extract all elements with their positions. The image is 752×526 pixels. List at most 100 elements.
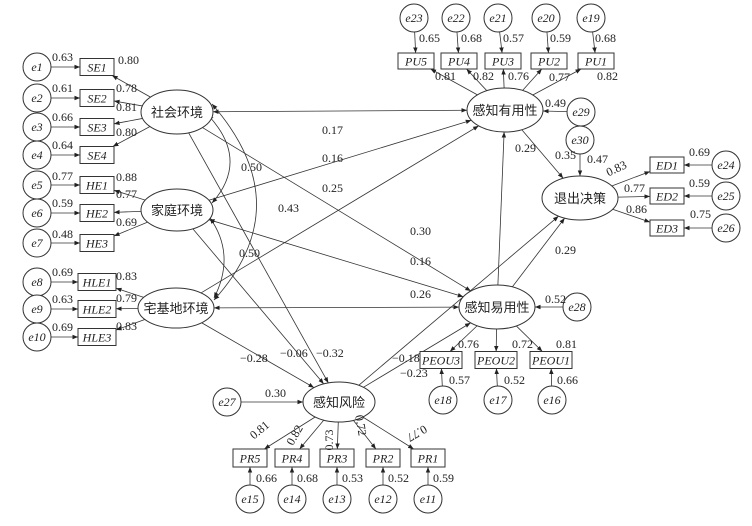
error-label: e1	[31, 60, 42, 74]
residual-value: 0.52	[545, 292, 566, 306]
error-label: e5	[31, 178, 42, 192]
indicator-box-pu4	[440, 52, 478, 70]
latent-label-ed: 退出决策	[554, 191, 606, 206]
error-variance-value: 0.53	[342, 471, 363, 485]
error-label: e24	[717, 158, 734, 172]
path-coefficient: 0.25	[322, 181, 343, 195]
error-circle-e7	[22, 228, 52, 258]
path-coefficient: 0.17	[322, 123, 343, 137]
loading-value: 0.82	[597, 69, 618, 83]
error-arrow	[413, 31, 418, 54]
error-variance-value: 0.59	[433, 471, 454, 485]
indicator-box-pr3	[319, 448, 355, 468]
error-label: e23	[405, 11, 422, 25]
residual-label: e28	[568, 300, 585, 314]
error-circle-e23	[399, 3, 429, 33]
indicator-label: SE1	[87, 61, 106, 75]
indicator-box-he3	[79, 234, 115, 252]
latent-label-peou: 感知易用性	[464, 300, 529, 315]
indicator-label: PU2	[537, 55, 560, 69]
error-circle-e26	[711, 213, 741, 243]
path-coefficient: 0.29	[515, 141, 536, 155]
path-se-to-pu	[212, 108, 468, 114]
indicator-box-hle2	[77, 300, 117, 318]
residual-value: 0.30	[265, 386, 286, 400]
loading-arrow	[612, 208, 651, 223]
loading-arrow	[430, 68, 478, 96]
error-variance-value: 0.69	[689, 145, 710, 159]
path-coefficient: 0.16	[322, 151, 343, 165]
error-label: e22	[447, 11, 464, 25]
path-coefficient: −0.06	[280, 346, 308, 360]
loading-value: 0.83	[116, 319, 137, 333]
error-arrow	[545, 31, 551, 54]
error-variance-value: 0.59	[550, 31, 571, 45]
error-label: e13	[328, 492, 345, 506]
loading-value: 0.72	[352, 414, 369, 437]
error-label: e21	[489, 11, 506, 25]
indicator-label: HLE2	[82, 303, 112, 317]
residual-arrow	[542, 108, 568, 114]
loading-value: 0.72	[512, 337, 533, 351]
error-label: e2	[31, 91, 42, 105]
indicator-box-pr5	[232, 448, 268, 468]
loading-value: 0.69	[116, 215, 137, 229]
correlation-se-hle	[211, 103, 257, 301]
indicator-box-pr2	[365, 448, 401, 468]
loading-value: 0.80	[116, 125, 137, 139]
error-variance-value: 0.75	[690, 207, 711, 221]
path-coefficient: −0.28	[240, 351, 268, 365]
error-arrow	[455, 31, 461, 54]
residual-circle-e28	[562, 292, 592, 322]
latent-hle	[137, 287, 215, 329]
loading-value: 0.77	[116, 187, 137, 201]
error-label: e6	[31, 206, 42, 220]
loading-value: 0.73	[322, 430, 336, 451]
error-label: e12	[374, 492, 391, 506]
loading-value: 0.81	[435, 69, 456, 83]
path-coefficient: −0.32	[316, 346, 344, 360]
path-peou-to-ed	[512, 217, 565, 288]
error-circle-e22	[441, 3, 471, 33]
loading-value: 0.81	[556, 337, 577, 351]
loading-arrow	[362, 416, 414, 450]
latent-ed	[541, 175, 619, 221]
error-circle-e12	[368, 484, 398, 514]
latent-label-pu: 感知有用性	[472, 103, 537, 118]
error-circle-e1	[22, 52, 52, 82]
indicator-label: PEOU2	[476, 354, 515, 368]
error-label: e19	[582, 11, 599, 25]
loading-arrow	[516, 325, 543, 352]
loading-value: 0.77	[624, 181, 645, 195]
residual-value: 0.47	[587, 152, 608, 166]
loading-value: 0.79	[116, 291, 137, 305]
error-circle-e2	[22, 83, 52, 113]
loading-value: 0.82	[473, 69, 494, 83]
indicator-label: PR2	[372, 452, 394, 466]
error-label: e14	[283, 492, 300, 506]
error-circle-e25	[711, 181, 741, 211]
path-pu-to-ed	[521, 129, 564, 179]
indicator-label: PU1	[584, 55, 607, 69]
correlation-value: 0.43	[278, 201, 299, 215]
indicator-box-se2	[79, 89, 115, 107]
indicator-box-pu2	[530, 52, 568, 70]
error-variance-value: 0.52	[504, 373, 525, 387]
error-label: e17	[489, 393, 507, 407]
correlation-value: 0.50	[241, 160, 262, 174]
loading-arrow	[264, 416, 316, 450]
loading-value: 0.78	[116, 81, 137, 95]
error-variance-value: 0.68	[297, 471, 318, 485]
error-label: e26	[717, 221, 734, 235]
error-circle-e4	[22, 140, 52, 170]
error-variance-value: 0.65	[419, 31, 440, 45]
correlation-value: 0.50	[239, 246, 260, 260]
latent-label-hle: 宅基地环境	[143, 301, 208, 316]
loading-arrow	[115, 287, 144, 298]
error-label: e4	[31, 148, 42, 162]
indicator-label: PEOU1	[531, 354, 570, 368]
error-circle-e20	[531, 3, 561, 33]
loading-arrow	[115, 319, 145, 331]
indicator-box-hle1	[77, 273, 117, 291]
